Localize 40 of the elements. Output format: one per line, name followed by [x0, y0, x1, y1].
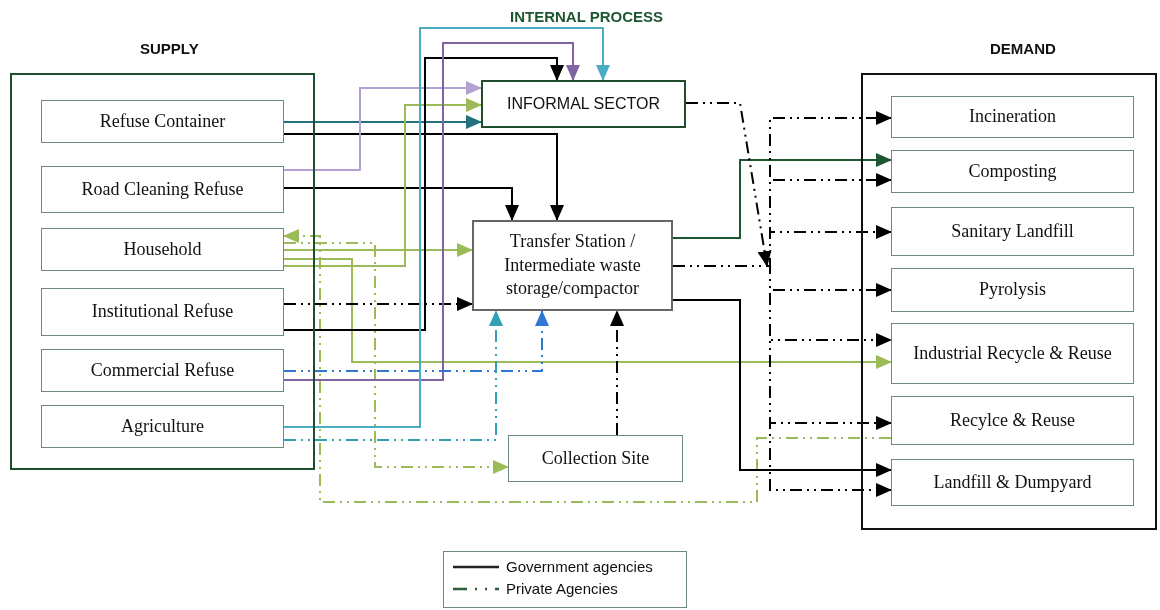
process-box: Recylce & Reuse [891, 396, 1134, 445]
process-box: Incineration [891, 96, 1134, 138]
arrow [283, 229, 892, 503]
process-box: Road Cleaning Refuse [41, 166, 284, 213]
arrow [283, 57, 564, 331]
group-heading: SUPPLY [140, 40, 199, 57]
section-title: INTERNAL PROCESS [510, 8, 664, 25]
arrow [672, 153, 892, 239]
group-heading: DEMAND [990, 40, 1056, 57]
arrow [283, 133, 564, 221]
process-box: Commercial Refuse [41, 349, 284, 392]
legend-label: Private Agencies [506, 580, 618, 597]
process-box: Household [41, 228, 284, 271]
arrow [283, 98, 482, 267]
arrow [672, 299, 892, 477]
arrow [283, 242, 509, 474]
arrow [283, 42, 580, 381]
process-box: Pyrolysis [891, 268, 1134, 312]
arrow [283, 81, 482, 171]
arrow [283, 310, 503, 441]
process-box: Sanitary Landfill [891, 207, 1134, 256]
arrow [283, 310, 549, 372]
process-box: Industrial Recycle & Reuse [891, 323, 1134, 384]
arrow [610, 310, 624, 436]
arrow [685, 102, 772, 267]
arrow [283, 115, 482, 129]
process-box: Composting [891, 150, 1134, 193]
process-box: Institutional Refuse [41, 288, 284, 336]
process-box: Transfer Station / Intermediate waste storage/compactor [472, 220, 673, 311]
arrow [283, 243, 473, 257]
arrow [283, 187, 519, 221]
legend-label: Government agencies [506, 558, 653, 575]
process-box: Agriculture [41, 405, 284, 448]
process-box: INFORMAL SECTOR [481, 80, 686, 128]
process-box: Refuse Container [41, 100, 284, 143]
process-box: Landfill & Dumpyard [891, 459, 1134, 506]
arrow [283, 27, 610, 428]
process-box: Collection Site [508, 435, 683, 482]
arrow [283, 297, 473, 311]
arrow [283, 258, 892, 369]
